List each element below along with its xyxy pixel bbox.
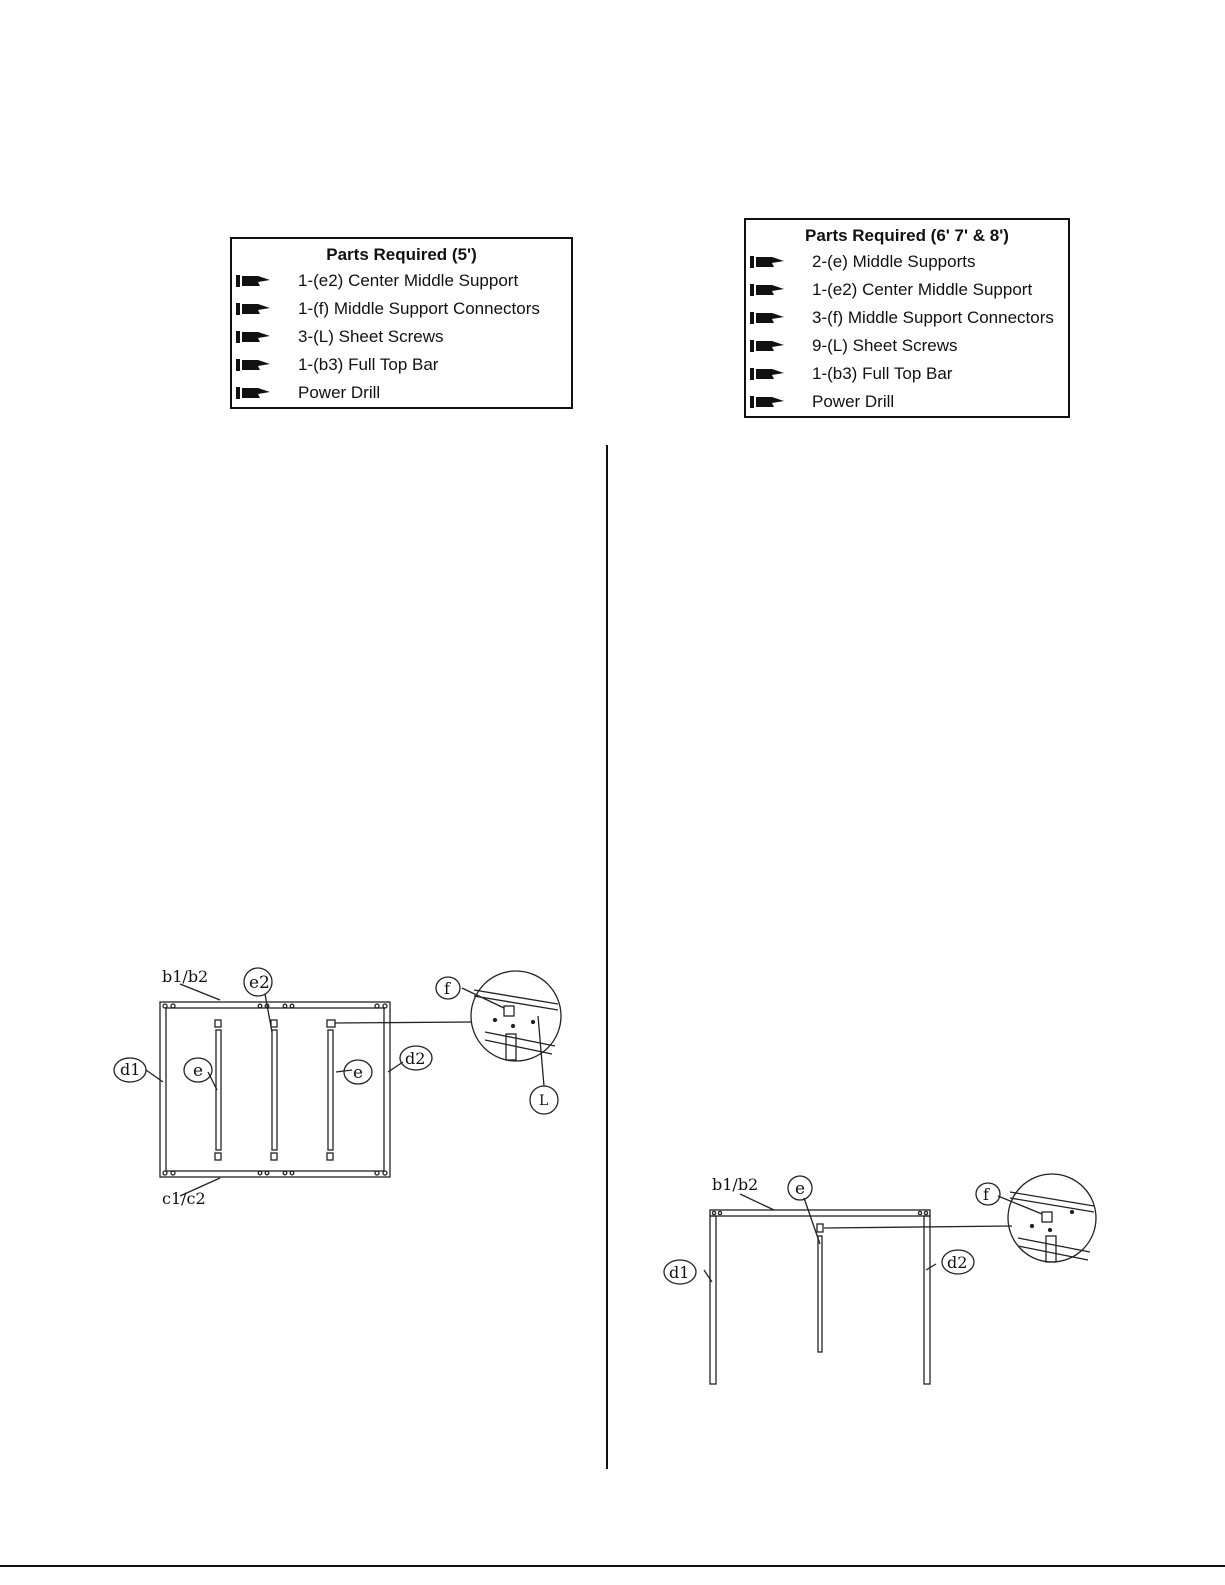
- page-bottom-rule: [0, 1565, 1225, 1567]
- parts-required-5ft-box: Parts Required (5') 1-(e2) Center Middle…: [230, 237, 573, 409]
- label-top-bar: b1/b2: [162, 967, 208, 986]
- label-left-side: d1: [669, 1263, 689, 1282]
- label-screw: L: [539, 1093, 548, 1109]
- label-left-side: d1: [120, 1060, 140, 1079]
- pointing-hand-icon: [750, 340, 784, 352]
- parts-list-item: 1-(f) Middle Support Connectors: [232, 295, 571, 323]
- frame-outer: [159, 1001, 391, 1178]
- parts-list-item: 9-(L) Sheet Screws: [746, 332, 1068, 360]
- frame-diagram-678ft: b1/b2 e d1 d2 f: [663, 1173, 1097, 1385]
- label-support-left: e: [193, 1061, 203, 1081]
- pointing-hand-icon: [750, 368, 784, 380]
- pointing-hand-icon: [750, 396, 784, 408]
- parts-list-item: 1-(b3) Full Top Bar: [232, 351, 571, 379]
- pointing-hand-icon: [236, 359, 270, 371]
- parts-list-item: Power Drill: [232, 379, 571, 407]
- label-connector: f: [983, 1185, 990, 1204]
- frame-inner: [165, 1007, 385, 1172]
- label-bottom-bar: c1/c2: [162, 1189, 206, 1208]
- parts-required-678ft-title: Parts Required (6' 7' & 8'): [805, 226, 1009, 245]
- pointing-hand-icon: [236, 331, 270, 343]
- parts-required-678ft-box: Parts Required (6' 7' & 8') 2-(e) Middle…: [744, 218, 1070, 418]
- parts-item-text: 2-(e) Middle Supports: [812, 252, 976, 271]
- top-bar: [709, 1209, 931, 1217]
- label-right-side: d2: [947, 1253, 967, 1272]
- pointing-hand-icon: [750, 284, 784, 296]
- support-right: [327, 1029, 334, 1151]
- parts-required-5ft-title: Parts Required (5'): [326, 245, 477, 264]
- middle-support: [817, 1235, 823, 1353]
- pointing-hand-icon: [236, 303, 270, 315]
- parts-item-text: 9-(L) Sheet Screws: [812, 336, 958, 355]
- parts-list-item: 3-(L) Sheet Screws: [232, 323, 571, 351]
- label-center-support: e2: [249, 973, 270, 993]
- parts-item-text: 1-(f) Middle Support Connectors: [298, 299, 540, 318]
- parts-item-text: 3-(f) Middle Support Connectors: [812, 308, 1054, 327]
- parts-list-item: 1-(e2) Center Middle Support: [746, 276, 1068, 304]
- parts-list-item: 1-(b3) Full Top Bar: [746, 360, 1068, 388]
- pointing-hand-icon: [236, 275, 270, 287]
- label-connector: f: [444, 979, 451, 998]
- support-left: [215, 1029, 222, 1151]
- parts-item-text: Power Drill: [298, 383, 381, 402]
- label-right-side: d2: [405, 1049, 425, 1068]
- parts-item-text: 1-(e2) Center Middle Support: [812, 280, 1033, 299]
- side-right: [923, 1215, 931, 1385]
- side-left: [709, 1215, 717, 1385]
- parts-item-text: Power Drill: [812, 392, 895, 411]
- label-support: e: [795, 1179, 805, 1199]
- parts-list-item: 1-(e2) Center Middle Support: [232, 267, 571, 295]
- parts-list-item: Power Drill: [746, 388, 1068, 416]
- frame-diagram-5ft: b1/b2 e2 d1 d2 e e c1/c2 f L: [113, 967, 562, 1208]
- pointing-hand-icon: [236, 387, 270, 399]
- pointing-hand-icon: [750, 312, 784, 324]
- support-center: [271, 1029, 278, 1151]
- label-top-bar: b1/b2: [712, 1175, 758, 1194]
- parts-list-item: 3-(f) Middle Support Connectors: [746, 304, 1068, 332]
- pointing-hand-icon: [750, 256, 784, 268]
- parts-item-text: 1-(b3) Full Top Bar: [298, 355, 439, 374]
- detail-magnifier: [470, 970, 562, 1062]
- column-divider: [606, 445, 608, 1469]
- label-support-right: e: [353, 1063, 363, 1083]
- parts-item-text: 1-(b3) Full Top Bar: [812, 364, 953, 383]
- parts-list-item: 2-(e) Middle Supports: [746, 248, 1068, 276]
- parts-item-text: 1-(e2) Center Middle Support: [298, 271, 519, 290]
- parts-item-text: 3-(L) Sheet Screws: [298, 327, 444, 346]
